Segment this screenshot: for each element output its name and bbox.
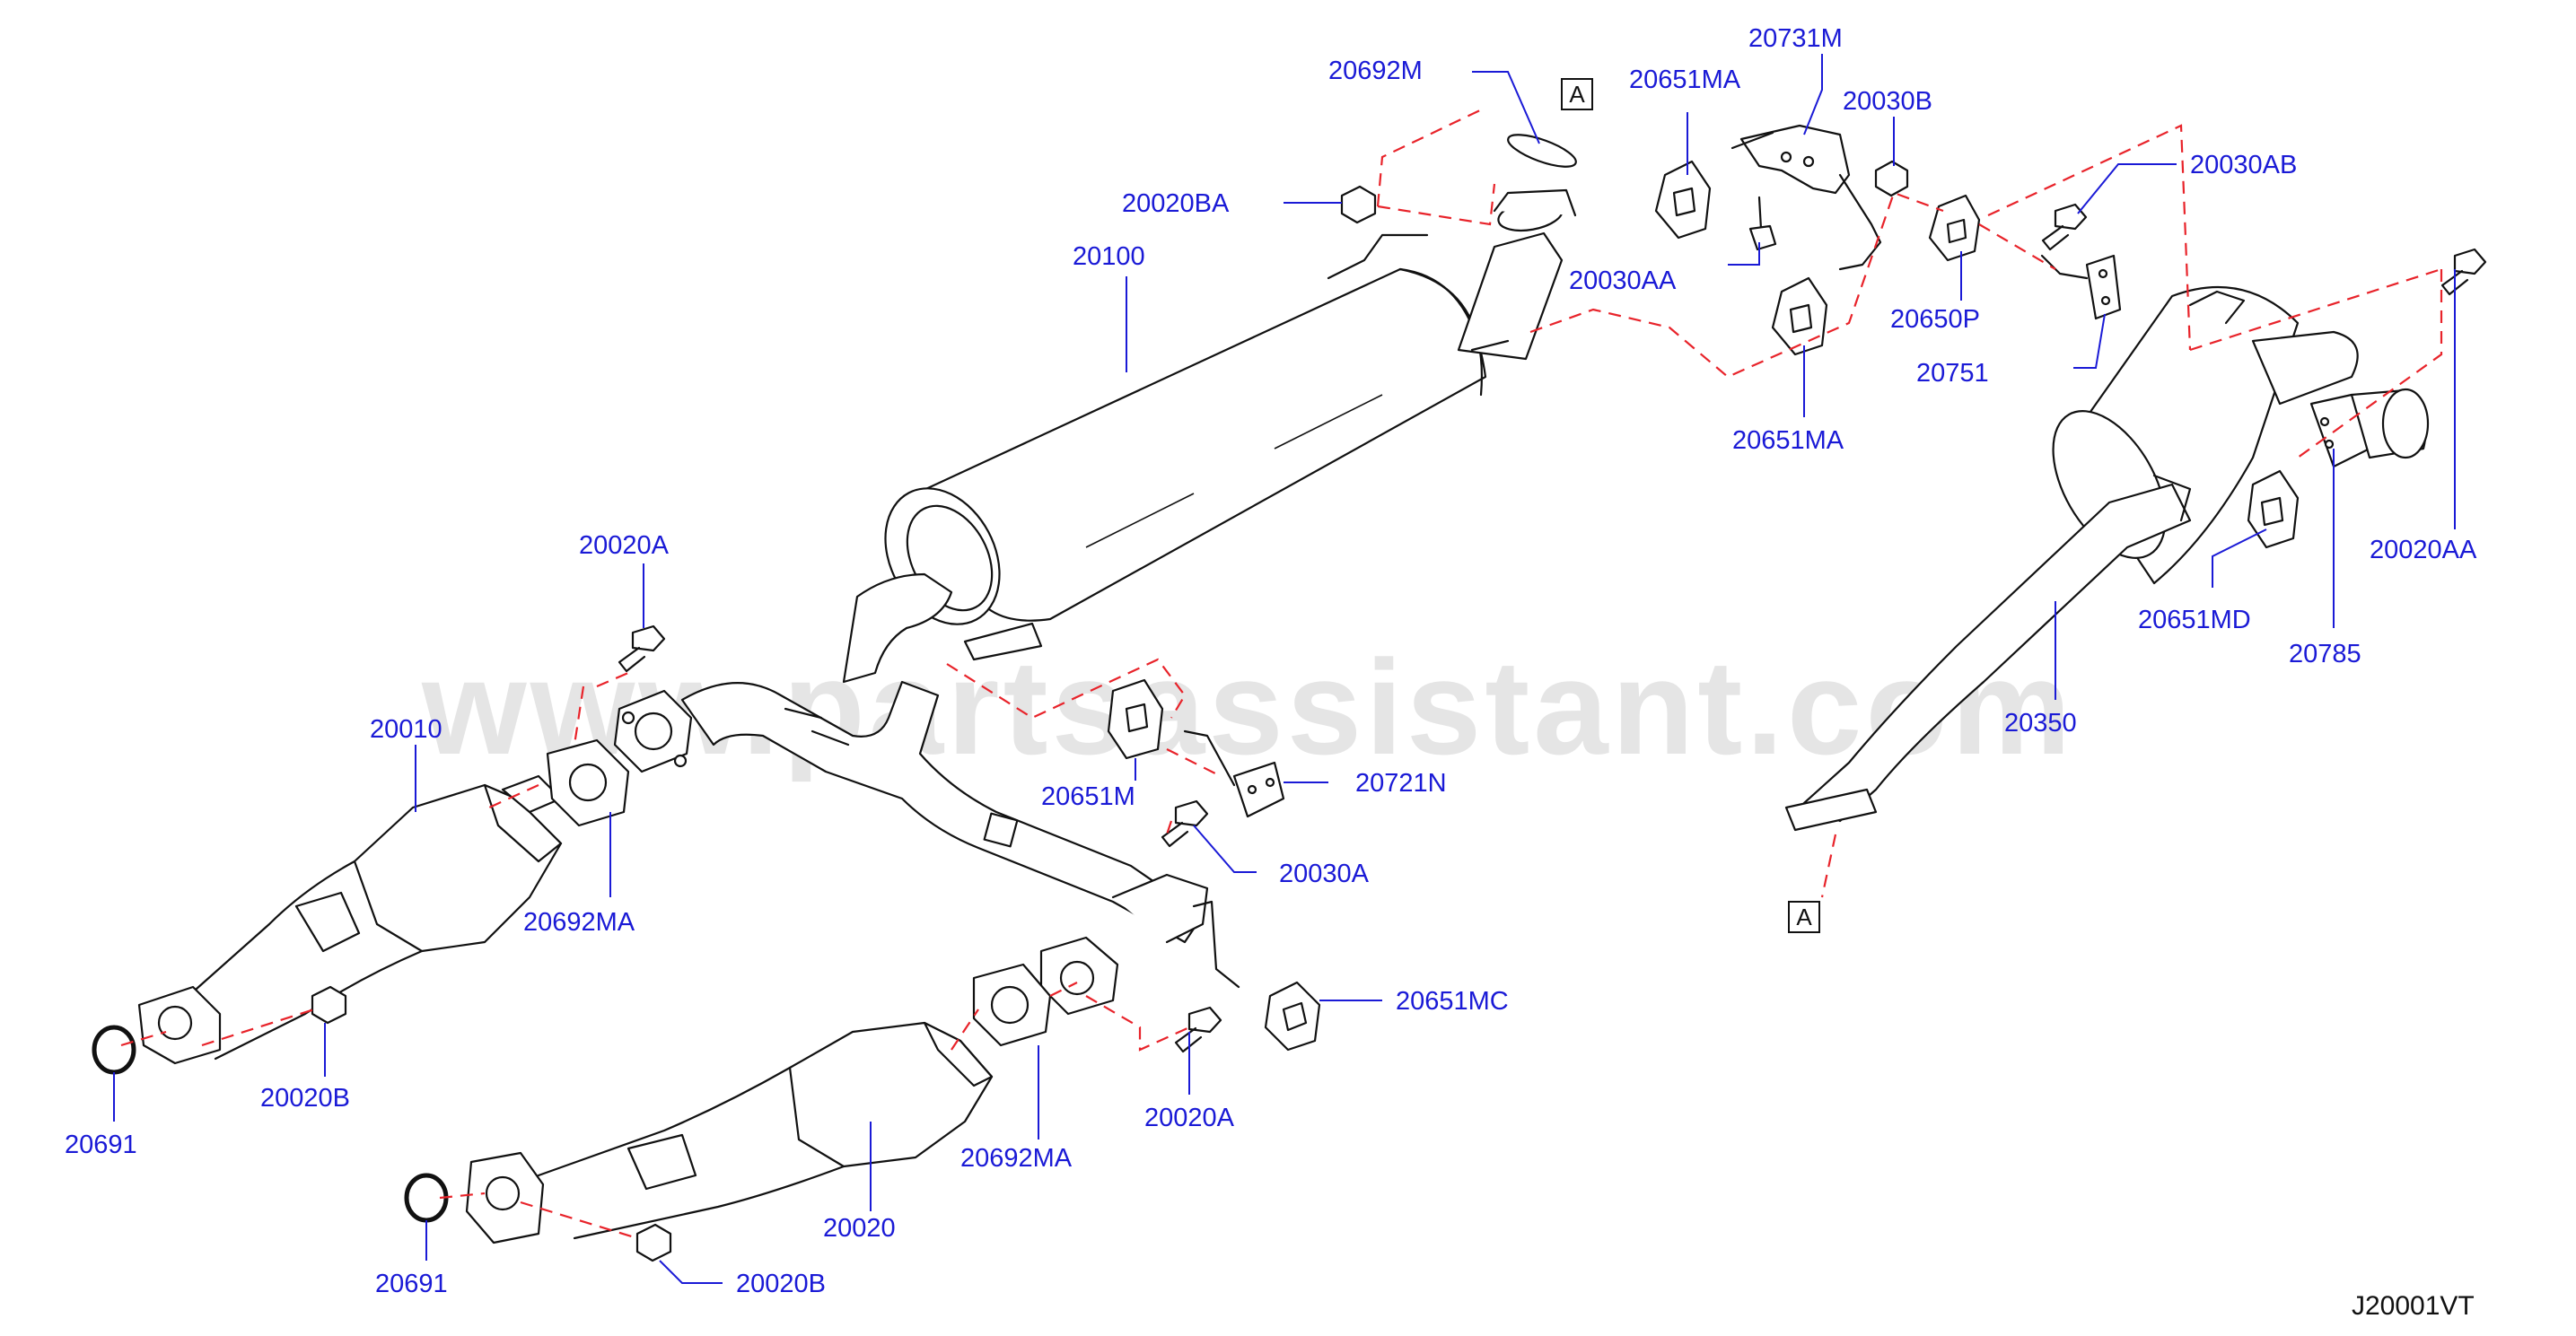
diagram-code: J20001VT	[2352, 1291, 2475, 1321]
rubber-mount-20651M[interactable]	[1107, 678, 1164, 760]
label-20651M[interactable]: 20651M	[1041, 782, 1135, 811]
label-20650P[interactable]: 20650P	[1890, 305, 1980, 334]
y-pipe-flange-left	[613, 689, 693, 773]
bracket-20731M[interactable]	[1730, 124, 1882, 271]
main-muffler-20100[interactable]	[842, 188, 1577, 684]
center-y-pipe	[680, 680, 1209, 944]
label-20020[interactable]: 20020	[823, 1214, 896, 1243]
rubber-mount-20651MA-top[interactable]	[1654, 160, 1712, 240]
label-20020A-top[interactable]: 20020A	[579, 531, 670, 560]
catalyst-20020[interactable]	[465, 1021, 994, 1244]
label-20020BA[interactable]: 20020BA	[1122, 189, 1230, 218]
label-20030AA[interactable]: 20030AA	[1569, 266, 1677, 295]
gasket-20692M[interactable]	[1504, 128, 1579, 173]
label-20721N[interactable]: 20721N	[1355, 769, 1447, 798]
nut-20020B-top[interactable]	[311, 985, 347, 1025]
bolt-20030AB[interactable]	[2041, 203, 2088, 251]
ref-marker-A-bottom: A	[1788, 901, 1820, 933]
nut-20020B-bottom[interactable]	[635, 1223, 672, 1262]
bolt-20030AA[interactable]	[1748, 196, 1777, 251]
label-20020B-bottom[interactable]: 20020B	[736, 1270, 826, 1298]
bracket-20721N[interactable]	[1183, 729, 1285, 818]
gasket-20692MA-bottom[interactable]	[972, 963, 1052, 1047]
gasket-20692MA-left[interactable]	[546, 738, 630, 827]
bracket-20751[interactable]	[2040, 254, 2122, 320]
label-20692MA-bottom[interactable]: 20692MA	[960, 1144, 1073, 1173]
label-20020A-bottom[interactable]: 20020A	[1144, 1104, 1235, 1132]
label-20020B-top[interactable]: 20020B	[260, 1084, 350, 1113]
label-20030AB[interactable]: 20030AB	[2190, 151, 2297, 179]
label-20030B[interactable]: 20030B	[1843, 87, 1932, 116]
rubber-mount-20651MC[interactable]	[1264, 981, 1321, 1052]
label-20020AA[interactable]: 20020AA	[2370, 536, 2477, 564]
nut-20020BA[interactable]	[1340, 185, 1377, 224]
assembly-lines	[120, 107, 2443, 1240]
label-20350[interactable]: 20350	[2004, 709, 2077, 738]
label-20010[interactable]: 20010	[370, 715, 442, 744]
leader-lines	[113, 54, 2456, 1284]
label-20731M[interactable]: 20731M	[1748, 24, 1843, 53]
label-20751[interactable]: 20751	[1916, 359, 1989, 388]
hanger-rod-lower	[1192, 900, 1240, 989]
svg-text:A: A	[1569, 81, 1585, 108]
label-20030A[interactable]: 20030A	[1279, 860, 1370, 888]
bolt-20030A[interactable]	[1161, 799, 1209, 848]
bolt-20020A-bottom[interactable]	[1174, 1006, 1222, 1053]
rubber-mount-20651MA-bottom[interactable]	[1771, 276, 1828, 356]
nut-20030B[interactable]	[1874, 160, 1909, 197]
label-20691-top[interactable]: 20691	[65, 1131, 137, 1159]
label-20691-bottom[interactable]: 20691	[375, 1270, 448, 1298]
bolt-20020A-top[interactable]	[618, 624, 666, 673]
tailpipe-20350[interactable]	[1784, 474, 2192, 832]
label-20651MA-bottom[interactable]: 20651MA	[1732, 426, 1844, 455]
label-20100[interactable]: 20100	[1073, 242, 1145, 271]
label-20692M[interactable]: 20692M	[1328, 57, 1423, 85]
rubber-mount-20650P[interactable]	[1928, 194, 1981, 262]
label-20651MD[interactable]: 20651MD	[2138, 606, 2251, 634]
catalyst-20010[interactable]	[137, 783, 563, 1065]
rubber-mount-20651MD[interactable]	[2247, 469, 2300, 549]
label-20692MA-left[interactable]: 20692MA	[523, 908, 635, 937]
o-ring-20691-top[interactable]	[92, 1025, 136, 1075]
bolt-20020AA[interactable]	[2440, 248, 2487, 296]
label-20651MC[interactable]: 20651MC	[1396, 987, 1509, 1016]
y-pipe-flange-right	[1039, 936, 1119, 1016]
svg-text:A: A	[1796, 904, 1812, 930]
label-20651MA-top[interactable]: 20651MA	[1629, 65, 1741, 94]
part-labels: 20692M 20731M 20651MA 20030B 20030AB 200…	[65, 24, 2477, 1298]
label-20785[interactable]: 20785	[2289, 640, 2361, 668]
ref-marker-A-top: A	[1561, 78, 1593, 110]
tail-finisher-20785[interactable]	[2309, 388, 2430, 468]
